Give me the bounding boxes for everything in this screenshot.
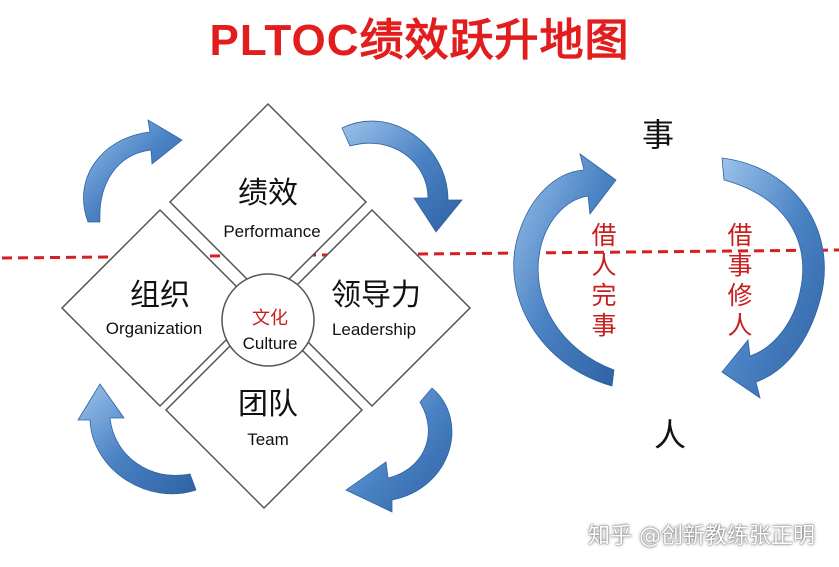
- organization-square: [60, 208, 260, 408]
- culture-en: Culture: [243, 334, 298, 353]
- team-square: [164, 310, 364, 510]
- performance-en: Performance: [223, 222, 320, 241]
- diamond-group: [60, 102, 472, 510]
- arrow-right-arc-icon: [721, 157, 825, 399]
- arrow-top-left-icon: [83, 119, 183, 223]
- arrow-bottom-left-icon: [77, 383, 197, 495]
- arrow-top-right-icon: [341, 120, 463, 233]
- right-vertical-char: 修: [727, 281, 752, 310]
- arrow-bottom-right-icon: [345, 387, 453, 513]
- arrow-left-arc-icon: [513, 153, 617, 387]
- right-bottom-label: 人: [654, 416, 686, 454]
- watermark: 知乎 @创新教练张正明: [588, 524, 815, 549]
- right-top-label: 事: [642, 116, 674, 154]
- left-vertical-char: 完: [591, 281, 616, 310]
- leadership-zh: 领导力: [331, 278, 421, 313]
- team-zh: 团队: [238, 387, 298, 422]
- right-vertical-char: 人: [727, 311, 752, 340]
- left-vertical-char: 事: [591, 311, 616, 340]
- divider-dashed-line: [1, 248, 839, 260]
- culture-circle: [221, 273, 315, 367]
- left-vertical-char: 人: [591, 251, 616, 280]
- page-title: PLTOC绩效跃升地图: [209, 16, 630, 65]
- left-vertical-char: 借: [591, 221, 616, 250]
- right-vertical-char: 借: [727, 221, 752, 250]
- leadership-en: Leadership: [332, 320, 416, 339]
- organization-en: Organization: [106, 319, 202, 338]
- culture-zh: 文化: [252, 308, 288, 329]
- performance-zh: 绩效: [238, 176, 298, 211]
- organization-zh: 组织: [130, 278, 190, 313]
- leadership-square: [272, 208, 472, 408]
- right-vertical-char: 事: [727, 251, 752, 280]
- team-en: Team: [247, 430, 289, 449]
